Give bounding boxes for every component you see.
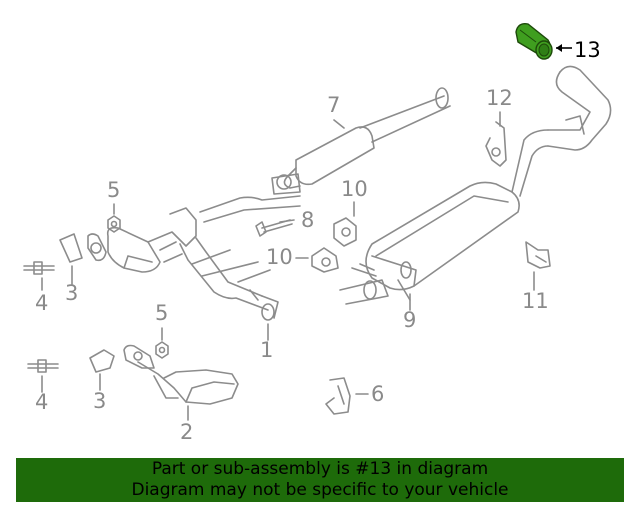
tail-pipe-part xyxy=(511,65,612,197)
catalytic-converter-part xyxy=(123,344,239,405)
nut-part xyxy=(107,215,169,359)
callout-8: 8 xyxy=(301,208,314,232)
notice-banner: Part or sub-assembly is #13 in diagram D… xyxy=(16,458,624,502)
gasket-part xyxy=(59,233,115,373)
callout-5: 5 xyxy=(155,301,168,325)
callout-7: 7 xyxy=(327,93,340,117)
callout-3: 3 xyxy=(93,389,106,413)
bracket-part xyxy=(485,121,507,167)
callout-2: 2 xyxy=(180,420,193,444)
callout-13: 13 xyxy=(574,38,601,62)
callout-10: 10 xyxy=(266,245,293,269)
callout-6: 6 xyxy=(371,382,384,406)
hanger-part xyxy=(311,217,357,273)
banner-line-1: Part or sub-assembly is #13 in diagram xyxy=(151,459,489,479)
bracket-part xyxy=(325,377,351,415)
bracket-part xyxy=(525,241,551,269)
intermediate-pipe-part xyxy=(179,195,301,321)
callout-12: 12 xyxy=(486,86,513,110)
banner-line-2: Diagram may not be specific to your vehi… xyxy=(131,480,509,500)
resonator-part xyxy=(271,87,451,195)
callout-labels: 13 7 12 5 10 8 10 4 3 1 9 11 5 4 3 2 6 xyxy=(35,38,601,444)
callout-1: 1 xyxy=(260,338,273,362)
leader-lines xyxy=(41,111,535,421)
callout-10: 10 xyxy=(341,177,368,201)
callout-9: 9 xyxy=(403,308,416,332)
stud-part xyxy=(23,261,59,373)
callout-5: 5 xyxy=(107,178,120,202)
exhaust-tip-part-highlighted[interactable] xyxy=(515,22,572,60)
muffler-part xyxy=(339,181,520,305)
callout-4: 4 xyxy=(35,291,48,315)
callout-3: 3 xyxy=(65,281,78,305)
front-converter-upper-part xyxy=(87,207,197,273)
callout-11: 11 xyxy=(522,289,549,313)
bolt-part xyxy=(255,219,293,237)
callout-4: 4 xyxy=(35,390,48,414)
